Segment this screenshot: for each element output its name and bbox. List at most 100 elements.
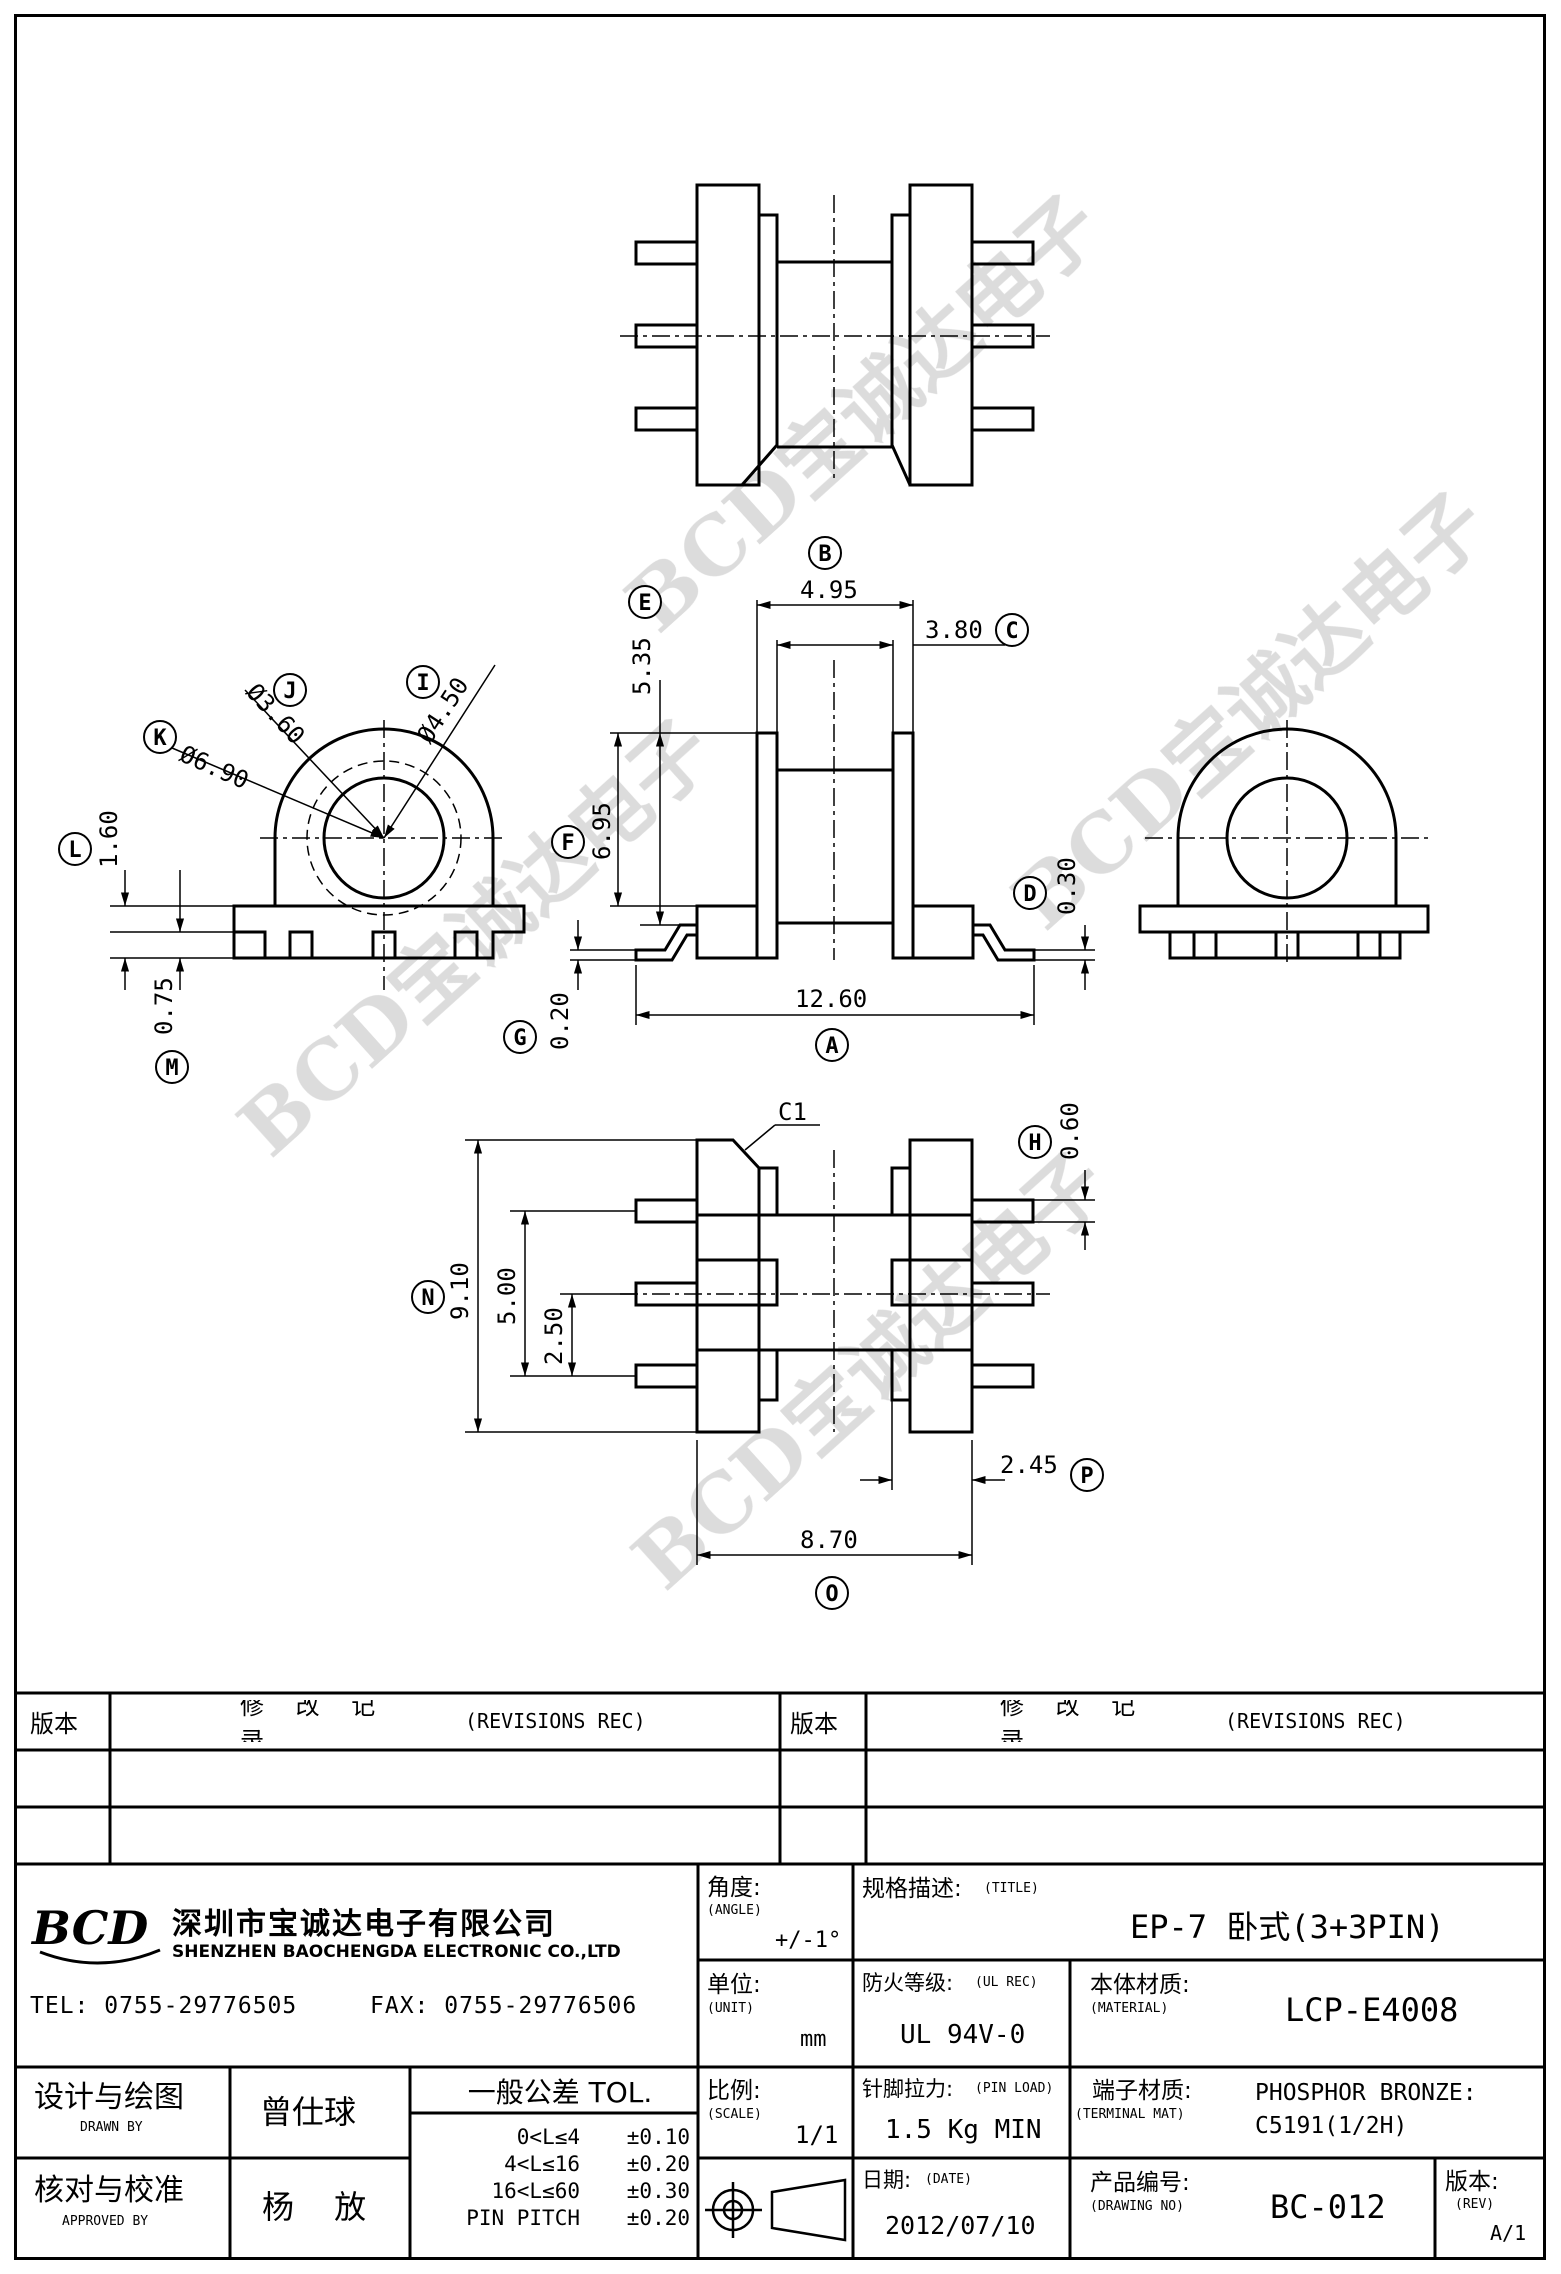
- drawing-sheet: [14, 14, 1546, 2260]
- tolerance-row: 4<L≤16 ±0.20: [415, 2152, 695, 2179]
- pin-load-label: 针脚拉力:: [862, 2077, 954, 2101]
- tolerance-range: 0<L≤4: [516, 2125, 580, 2149]
- drawn-value: 曾仕球: [260, 2093, 357, 2131]
- tolerance-range: 4<L≤16: [504, 2152, 580, 2176]
- dim-text-c: 3.80: [925, 616, 983, 644]
- label-o: O: [825, 1582, 838, 1607]
- angle-label: 角度:: [707, 1875, 761, 1900]
- circled-labels: [58, 536, 1104, 1610]
- tolerance-value: ±0.10: [626, 2125, 690, 2149]
- label-j: J: [283, 679, 296, 704]
- label-b: B: [818, 542, 831, 567]
- dim-text-o: 8.70: [800, 1526, 858, 1554]
- centerlines-bottom: [620, 1150, 1050, 1432]
- tolerance-range: 16<L≤60: [491, 2179, 580, 2203]
- rev-record-header-right-en: (REVISIONS REC): [1225, 1709, 1406, 1733]
- tolerance-row: 16<L≤60 ±0.30: [415, 2179, 695, 2206]
- tolerance-row: 0<L≤4 ±0.10: [415, 2125, 695, 2152]
- drawing-no-label-en: (DRAWING NO): [1090, 2198, 1184, 2214]
- drawing-no-value: BC-012: [1270, 2188, 1386, 2226]
- approved-label: 核对与校准: [34, 2173, 184, 2208]
- front-view: [634, 731, 1036, 962]
- label-g: G: [513, 1026, 526, 1051]
- rev-label-en: (REV): [1455, 2196, 1495, 2212]
- dim-text-k: Ø6.90: [176, 740, 253, 795]
- ul-label: 防火等级:: [862, 1971, 954, 1995]
- company-logo: BCD: [30, 1901, 161, 1965]
- dim-text-n2: 5.00: [493, 1267, 521, 1325]
- tolerance-range: PIN PITCH: [466, 2206, 580, 2230]
- dim-text-l: 1.60: [95, 810, 123, 868]
- tolerance-value: ±0.20: [626, 2206, 690, 2230]
- angle-label-en: (ANGLE): [707, 1902, 762, 1918]
- dimension-texts: 4.95 3.80 12.60 5.35 6.95 0.20 0.30 1.60…: [95, 576, 1084, 1554]
- label-l: L: [68, 838, 81, 863]
- label-n: N: [421, 1286, 434, 1311]
- watermark-text-1: BCD宝诚达电子: [608, 177, 1118, 650]
- tolerance-row: PIN PITCH ±0.20: [415, 2206, 695, 2233]
- company-name-en: SHENZHEN BAOCHENGDA ELECTRONIC CO.,LTD: [172, 1942, 621, 1962]
- watermark-text-4: BCD宝诚达电子: [615, 1135, 1125, 1608]
- dim-text-h: 0.60: [1056, 1102, 1084, 1160]
- logo-text: BCD: [30, 1901, 148, 1955]
- rev-header-right: 版本: [790, 1709, 838, 1738]
- label-e: E: [638, 591, 651, 616]
- dim-text-d: 0.30: [1053, 857, 1081, 915]
- dim-text-n3: 2.50: [540, 1307, 568, 1365]
- centerlines-top: [620, 195, 1050, 480]
- material-label: 本体材质:: [1090, 1972, 1190, 1998]
- approved-value: 杨 放: [262, 2188, 367, 2226]
- label-p: P: [1080, 1464, 1093, 1489]
- title-value: EP-7 卧式(3+3PIN): [1130, 1908, 1445, 1946]
- ul-label-en: (UL REC): [975, 1974, 1038, 1990]
- circled-label-texts: B C E F D G A I J K L M H N P O: [68, 542, 1093, 1607]
- dim-text-m: 0.75: [150, 977, 178, 1035]
- drawn-label: 设计与绘图: [34, 2080, 184, 2115]
- tolerance-rows: 0<L≤4 ±0.10 4<L≤16 ±0.20 16<L≤60 ±0.30 P…: [415, 2125, 695, 2233]
- terminal-label-en: (TERMINAL MAT): [1075, 2106, 1185, 2122]
- angle-value: +/-1°: [775, 1927, 842, 1953]
- material-value: LCP-E4008: [1285, 1991, 1459, 2029]
- unit-label-en: (UNIT): [707, 2000, 754, 2016]
- centerlines-right: [1145, 720, 1430, 965]
- approved-label-en: APPROVED BY: [62, 2213, 149, 2229]
- date-label: 日期:: [862, 2168, 912, 2192]
- material-label-en: (MATERIAL): [1090, 2000, 1169, 2016]
- pin-load-value: 1.5 Kg MIN: [885, 2115, 1042, 2145]
- dim-text-b: 4.95: [800, 576, 858, 604]
- label-f: F: [561, 831, 574, 856]
- tolerance-value: ±0.30: [626, 2179, 690, 2203]
- rev-value: A/1: [1490, 2221, 1527, 2245]
- tolerance-title: 一般公差 TOL.: [467, 2076, 653, 2109]
- label-a: A: [825, 1034, 838, 1059]
- drawing-no-label: 产品编号:: [1090, 2170, 1190, 2196]
- rev-header-left: 版本: [30, 1709, 78, 1738]
- company-fax: FAX: 0755-29776506: [370, 1993, 638, 2019]
- scale-label-en: (SCALE): [707, 2106, 762, 2122]
- pin-load-label-en: (PIN LOAD): [975, 2080, 1054, 2096]
- label-k: K: [153, 726, 167, 751]
- date-label-en: (DATE): [925, 2171, 972, 2187]
- label-i: I: [416, 671, 429, 696]
- scale-value: 1/1: [795, 2121, 839, 2149]
- tolerance-value: ±0.20: [626, 2152, 690, 2176]
- projection-symbol-icon: [705, 2178, 847, 2242]
- label-m: M: [165, 1056, 178, 1081]
- rev-record-header-left-en: (REVISIONS REC): [465, 1709, 646, 1733]
- unit-label: 单位:: [707, 1972, 761, 1998]
- dim-text-g: 0.20: [546, 992, 574, 1050]
- terminal-value-2: C5191(1/2H): [1255, 2113, 1408, 2139]
- dim-text-p: 2.45: [1000, 1451, 1058, 1479]
- terminal-value-1: PHOSPHOR BRONZE:: [1255, 2080, 1477, 2106]
- rev-label: 版本:: [1445, 2169, 1499, 2194]
- dim-text-f: 6.95: [588, 802, 616, 860]
- rev-record-header-right: 修 改 记 录: [1000, 1700, 1148, 1742]
- date-value: 2012/07/10: [885, 2210, 1036, 2240]
- dim-text-a: 12.60: [795, 985, 867, 1013]
- dimension-lines: [110, 600, 1095, 1565]
- drawn-label-en: DRAWN BY: [80, 2119, 143, 2135]
- diameter-leaders: [164, 664, 496, 839]
- dim-text-e: 5.35: [628, 637, 656, 695]
- title-block-grid: [14, 1691, 1546, 2260]
